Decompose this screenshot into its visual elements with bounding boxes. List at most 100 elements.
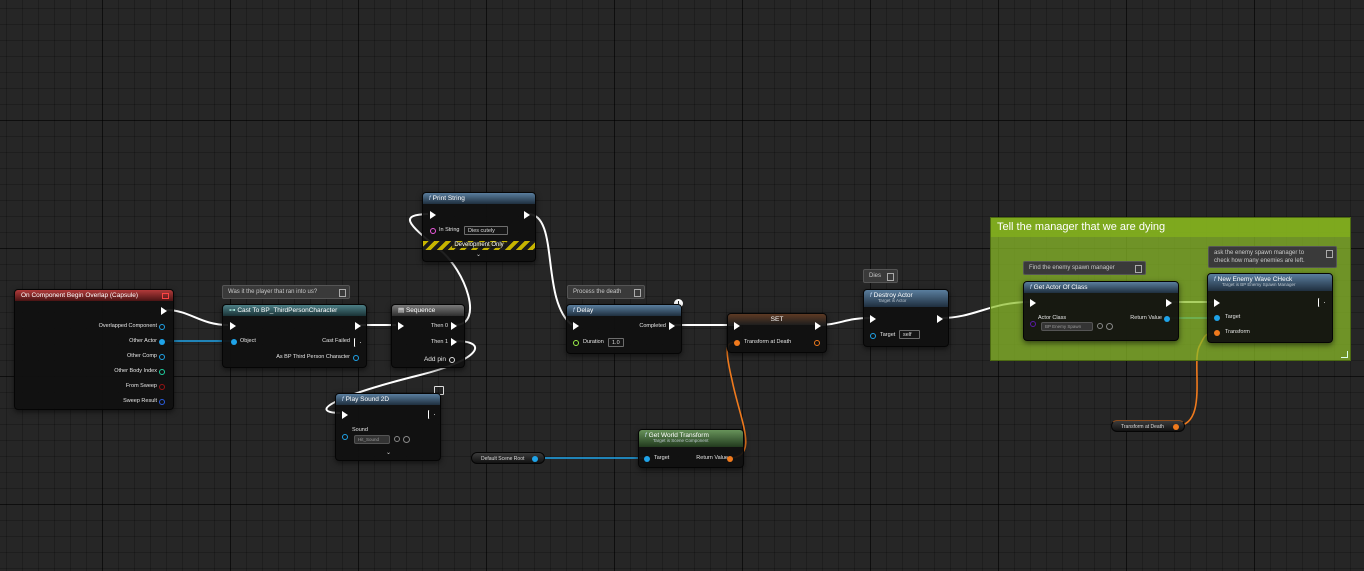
add-pin-label[interactable]: Add pin — [423, 356, 446, 363]
actor-class-dropdown[interactable]: BP Enemy Spawn — [1041, 322, 1093, 331]
new-enemy-wave-title: New Enemy Wave CHeck — [1217, 276, 1293, 283]
comment-bubble-cast[interactable]: Was it the player that ran into us? — [222, 285, 350, 299]
add-pin-icon[interactable] — [449, 357, 455, 363]
string-pin-in-string[interactable] — [430, 228, 436, 234]
comment-text: Dies — [869, 273, 882, 279]
expand-chevron-icon[interactable]: ⌄ — [476, 252, 482, 258]
set-title: SET — [770, 316, 784, 323]
transform-pin-in[interactable] — [734, 340, 740, 346]
object-pin-overlapped-component[interactable] — [159, 324, 165, 330]
exec-in-pin[interactable] — [230, 322, 236, 330]
comment-text-line1: ask the enemy spawn manager to — [1214, 250, 1305, 256]
object-pin-target[interactable] — [644, 456, 650, 462]
transform-pin-transform[interactable] — [1214, 330, 1220, 336]
in-string-field[interactable]: Dies cutely — [464, 226, 508, 235]
cast-node[interactable]: ⊶ Cast To BP_ThirdPersonCharacter Object… — [222, 304, 367, 368]
expand-chevron-icon[interactable]: ⌄ — [386, 450, 392, 456]
exec-wire-then1-sound — [325, 340, 477, 414]
exec-out-pin[interactable] — [524, 211, 530, 219]
object-pin-other-comp[interactable] — [159, 354, 165, 360]
exec-out-then0-pin[interactable] — [451, 322, 457, 330]
exec-in-pin[interactable] — [342, 411, 348, 419]
comment-bubble-find-manager[interactable]: Find the enemy spawn manager — [1023, 261, 1146, 275]
float-pin-duration[interactable] — [573, 340, 579, 346]
pin-label-overlapped-component: Overlapped Component — [98, 323, 157, 329]
exec-in-pin[interactable] — [430, 211, 436, 219]
event-node-begin-overlap[interactable]: On Component Begin Overlap (Capsule) Ove… — [14, 289, 174, 410]
exec-out-completed-pin[interactable] — [669, 322, 675, 330]
exec-in-pin[interactable] — [573, 322, 579, 330]
object-pin-as-bp-third-person[interactable] — [353, 355, 359, 361]
comment-pin-icon — [634, 289, 641, 297]
set-variable-node[interactable]: SET Transform at Death — [727, 313, 827, 353]
transform-pin-out[interactable] — [814, 340, 820, 346]
pin-label-transform-at-death: Transform at Death — [744, 339, 792, 345]
exec-out-pin[interactable] — [815, 322, 821, 330]
comment-text: Was it the player that ran into us? — [228, 289, 318, 295]
get-world-transform-subtitle: Target is Scene Component — [653, 438, 709, 443]
transform-at-death-variable[interactable]: Transform at Death — [1111, 420, 1185, 432]
target-self-field[interactable]: self — [899, 330, 920, 339]
pin-label-other-comp: Other Comp — [127, 353, 157, 359]
exec-out-cast-failed-pin[interactable] — [354, 338, 361, 347]
object-pin-out[interactable] — [532, 455, 538, 462]
function-icon: f — [645, 433, 647, 439]
bool-pin-from-sweep[interactable] — [159, 384, 165, 390]
exec-in-pin[interactable] — [1030, 299, 1036, 307]
default-scene-root-variable[interactable]: Default Scene Root — [471, 452, 545, 464]
exec-out-pin[interactable] — [161, 307, 167, 315]
object-pin-target[interactable] — [1214, 315, 1220, 321]
exec-out-pin[interactable] — [355, 322, 361, 330]
cast-node-title: Cast To BP_ThirdPersonCharacter — [237, 307, 338, 314]
int-pin-other-body-index[interactable] — [159, 369, 165, 375]
browse-search-icon[interactable] — [403, 436, 410, 443]
cast-icon: ⊶ — [229, 307, 236, 314]
clock-icon — [674, 299, 683, 308]
delegate-pin-icon[interactable] — [162, 293, 169, 299]
development-only-banner: Development Only — [423, 241, 535, 250]
use-class-icon[interactable] — [1097, 323, 1103, 329]
object-pin-object[interactable] — [231, 339, 237, 345]
event-node-title: On Component Begin Overlap (Capsule) — [21, 292, 139, 299]
exec-out-pin[interactable] — [428, 410, 435, 419]
exec-out-then1-pin[interactable] — [451, 338, 457, 346]
resize-handle-icon[interactable] — [1341, 351, 1348, 358]
comment-pin-icon — [1135, 265, 1142, 273]
sound-asset-dropdown[interactable]: Hit_Sound — [354, 435, 390, 444]
print-string-title: Print String — [432, 195, 465, 202]
destroy-actor-subtitle: Target is Actor — [878, 298, 907, 303]
struct-pin-sweep-result[interactable] — [159, 399, 165, 405]
exec-in-pin[interactable] — [734, 322, 740, 330]
pin-label-actor-class: Actor Class — [1038, 315, 1067, 321]
object-pin-target[interactable] — [870, 333, 876, 339]
pin-label-transform: Transform — [1225, 329, 1250, 335]
exec-in-pin[interactable] — [870, 315, 876, 323]
exec-out-pin[interactable] — [937, 315, 943, 323]
exec-out-pin[interactable] — [1318, 298, 1325, 307]
sequence-node[interactable]: ▤ Sequence Then 0 Then 1 Add pin — [391, 304, 465, 368]
pin-label-target: Target — [880, 332, 896, 338]
object-pin-other-actor[interactable] — [159, 339, 165, 345]
object-pin-return-value[interactable] — [1164, 316, 1170, 322]
exec-in-pin[interactable] — [398, 322, 404, 330]
class-pin-actor-class[interactable] — [1030, 321, 1036, 327]
pin-label-duration: Duration — [583, 339, 604, 345]
exec-out-pin[interactable] — [1166, 299, 1172, 307]
comment-bubble-wave-check[interactable]: ask the enemy spawn manager to check how… — [1208, 246, 1337, 268]
transform-pin-return-value[interactable] — [727, 456, 733, 462]
comment-bubble-delay[interactable]: Process the death — [567, 285, 645, 299]
use-asset-icon[interactable] — [394, 436, 400, 442]
object-pin-sound[interactable] — [342, 434, 348, 440]
browse-search-icon[interactable] — [1106, 323, 1113, 330]
duration-field[interactable]: 1.0 — [608, 338, 624, 347]
exec-in-pin[interactable] — [1214, 299, 1220, 307]
comment-bubble-dies[interactable]: Dies — [863, 269, 898, 283]
transform-pin-out[interactable] — [1173, 423, 1179, 430]
